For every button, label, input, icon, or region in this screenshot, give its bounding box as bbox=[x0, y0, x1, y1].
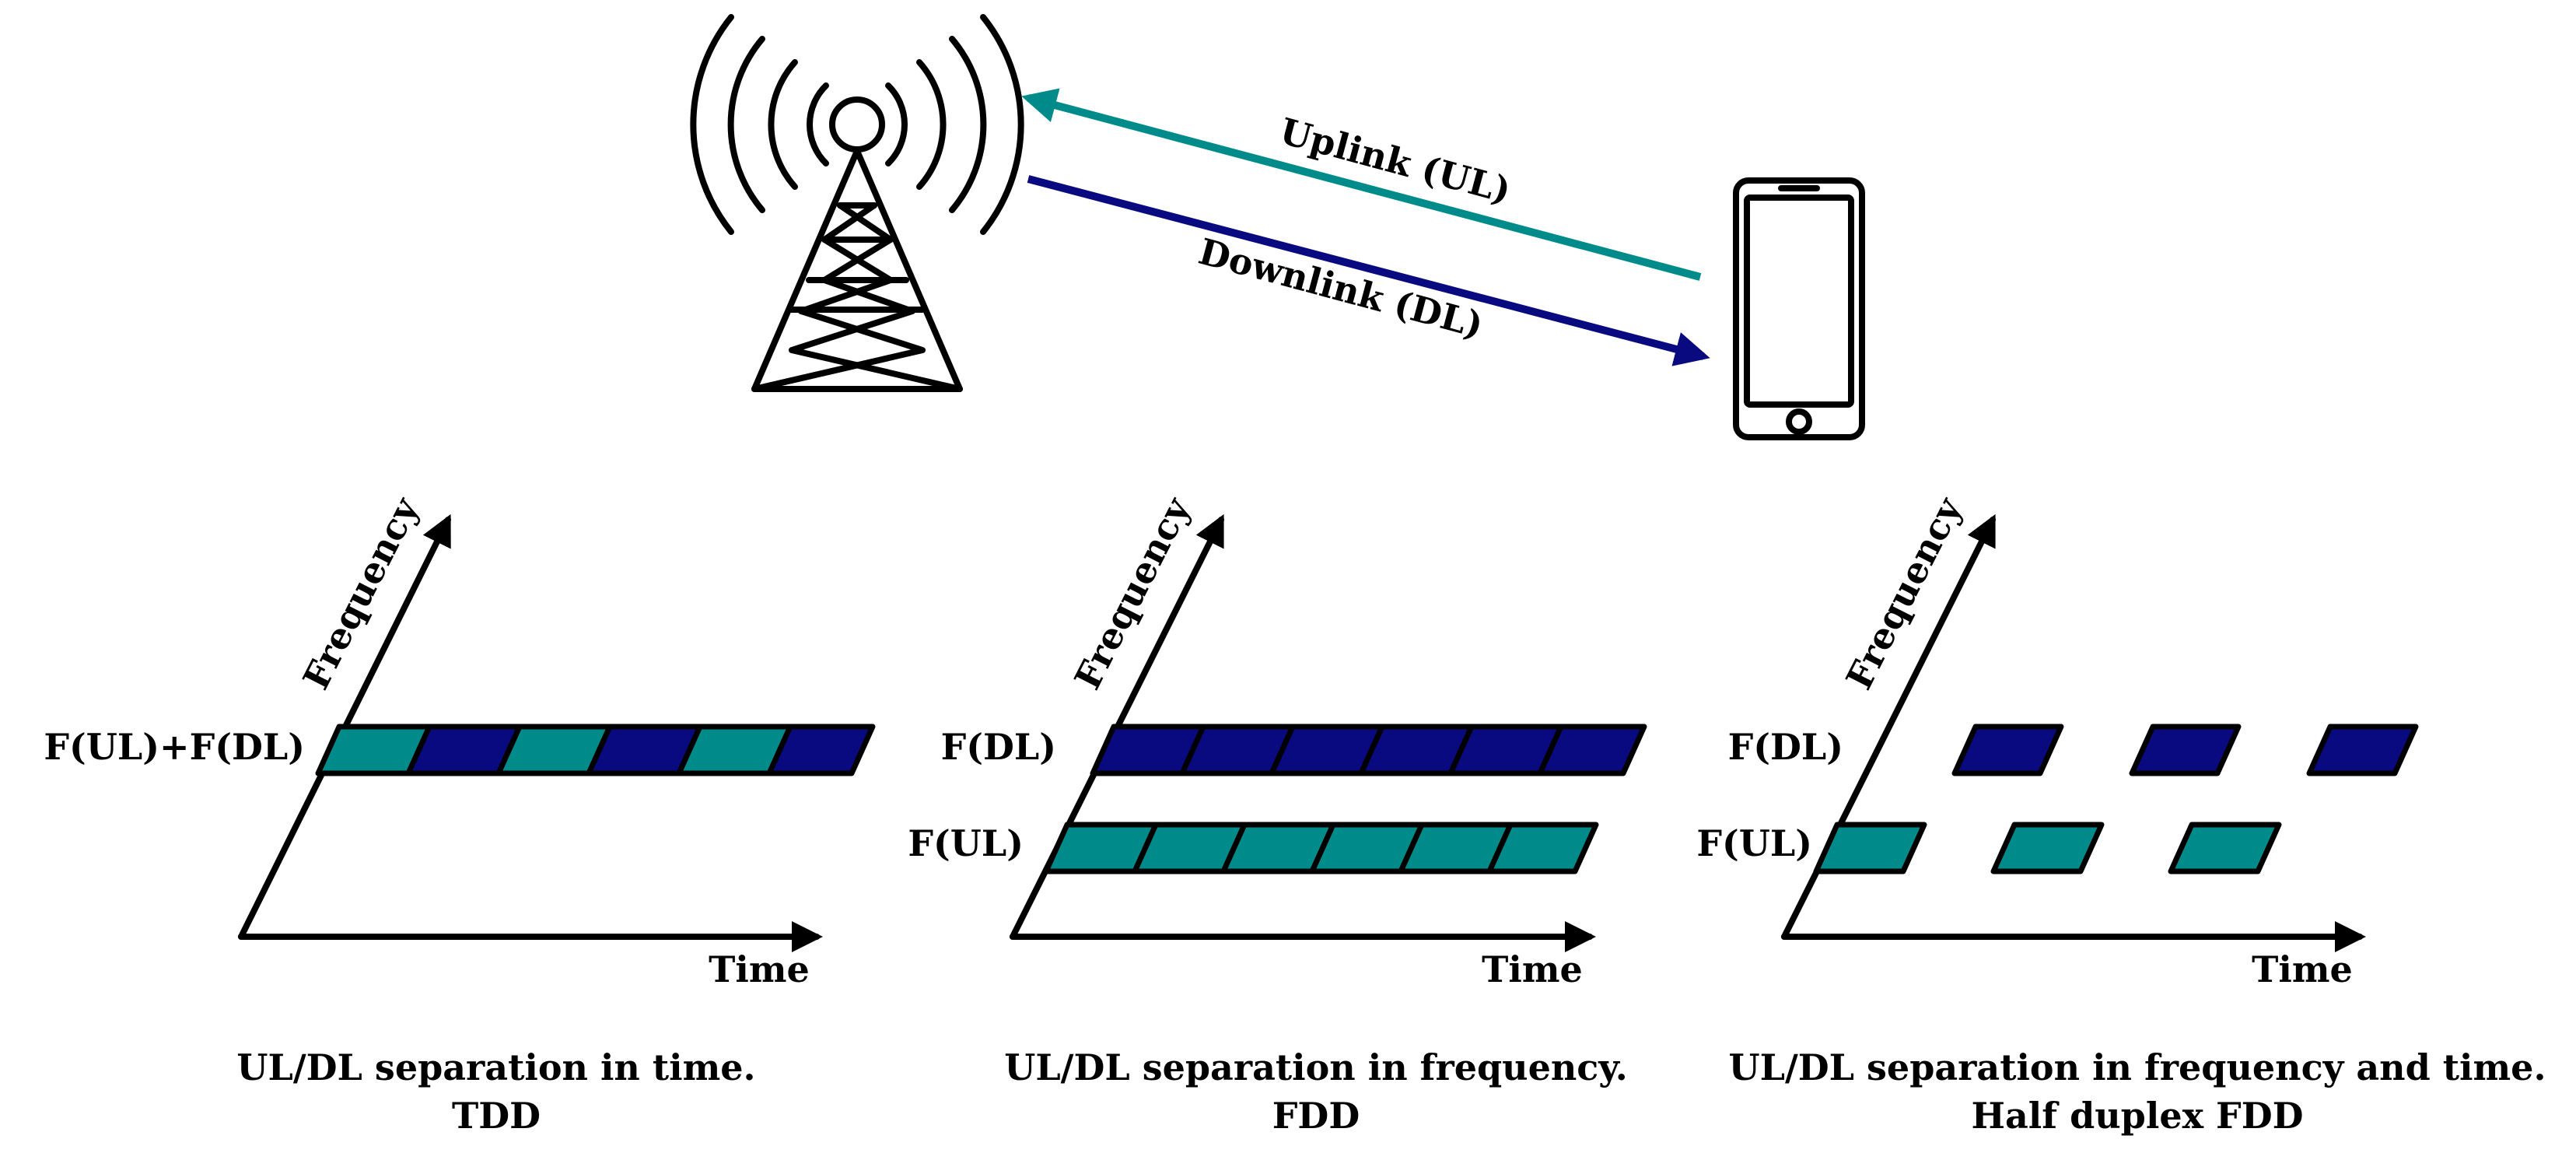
time-axis-label: Time bbox=[709, 948, 810, 990]
hd-slot-ul bbox=[1990, 822, 2105, 874]
uplink-arrow bbox=[1021, 88, 1702, 281]
fdd-slot-dl bbox=[1537, 724, 1647, 776]
band-label-combined: F(UL)+F(DL) bbox=[44, 726, 305, 768]
fdd-ul-slots bbox=[1043, 822, 1599, 874]
band-label-dl: F(DL) bbox=[941, 726, 1056, 768]
fdd-slot-ul bbox=[1486, 822, 1599, 874]
tdd-slots bbox=[315, 724, 876, 776]
band-label-dl: F(DL) bbox=[1728, 726, 1843, 768]
hd-slot-dl bbox=[2306, 724, 2419, 776]
band-label-ul: F(UL) bbox=[908, 822, 1024, 864]
smartphone-icon bbox=[1733, 177, 1865, 440]
cell-tower-icon bbox=[690, 14, 1024, 392]
frequency-axis-label: Frequency bbox=[1838, 490, 1971, 696]
downlink-arrow bbox=[1027, 175, 1710, 366]
hd-dl-slots bbox=[1951, 724, 2419, 776]
frequency-axis-label: Frequency bbox=[1066, 490, 1199, 696]
caption-line1: UL/DL separation in time. bbox=[236, 1046, 755, 1088]
hd-slot-dl bbox=[2129, 724, 2242, 776]
fdd-panel: Frequency Time F(DL) F(UL) UL/DL separat… bbox=[908, 490, 1647, 1137]
time-axis-label: Time bbox=[1482, 948, 1583, 990]
time-axis-label: Time bbox=[2252, 948, 2353, 990]
caption-line2: Half duplex FDD bbox=[1972, 1095, 2304, 1137]
hd-slot-dl bbox=[1951, 724, 2064, 776]
half-duplex-fdd-panel: Frequency Time F(DL) F(UL) UL/DL separat… bbox=[1696, 490, 2546, 1137]
band-label-ul: F(UL) bbox=[1696, 822, 1812, 864]
caption-line2: FDD bbox=[1272, 1095, 1360, 1137]
hd-slot-ul bbox=[1813, 822, 1927, 874]
hd-ul-slots bbox=[1813, 822, 2282, 874]
caption-line1: UL/DL separation in frequency. bbox=[1004, 1046, 1628, 1088]
frequency-axis-label: Frequency bbox=[295, 490, 428, 696]
hd-slot-ul bbox=[2168, 822, 2282, 874]
fdd-dl-slots bbox=[1090, 724, 1647, 776]
tdd-slot-dl bbox=[766, 724, 876, 776]
caption-line2: TDD bbox=[452, 1095, 541, 1137]
tdd-panel: Frequency Time F(UL)+F(DL) UL/DL separat… bbox=[44, 490, 876, 1137]
caption-line1: UL/DL separation in frequency and time. bbox=[1729, 1046, 2546, 1088]
